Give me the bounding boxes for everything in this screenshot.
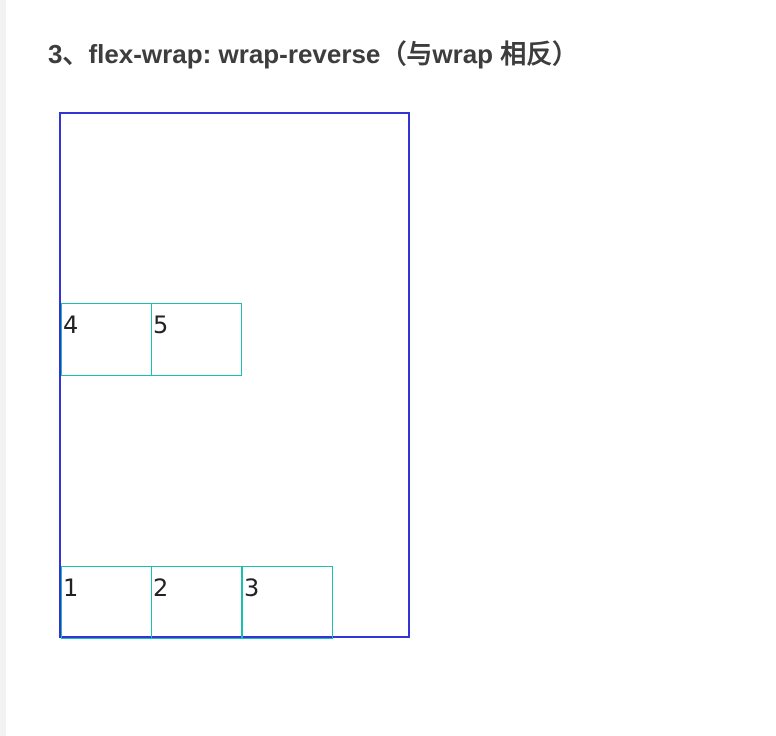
flex-container: 4 5 1 2 3 bbox=[59, 112, 410, 639]
flex-item-2: 2 bbox=[151, 566, 242, 639]
section-heading: 3、flex-wrap: wrap-reverse（与wrap 相反） bbox=[48, 39, 579, 69]
flex-item-1: 1 bbox=[61, 566, 152, 639]
flex-item-4: 4 bbox=[61, 303, 152, 376]
left-margin-strip bbox=[0, 0, 6, 736]
flex-item-5: 5 bbox=[151, 303, 242, 376]
flex-item-3: 3 bbox=[242, 566, 333, 639]
